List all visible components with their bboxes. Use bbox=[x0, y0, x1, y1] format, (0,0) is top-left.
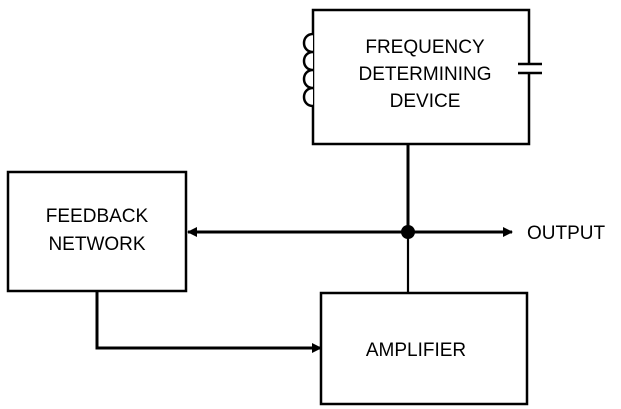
feedback-to-amplifier-wire bbox=[95, 291, 322, 353]
feedback-network-label-line1: FEEDBACK bbox=[46, 206, 149, 227]
amplifier-label: AMPLIFIER bbox=[366, 340, 466, 361]
amplifier-block: AMPLIFIER bbox=[319, 291, 529, 406]
junction-node bbox=[401, 225, 415, 239]
capacitor-icon bbox=[518, 62, 542, 75]
amplifier-box bbox=[319, 291, 529, 406]
feedback-network-block: FEEDBACK NETWORK bbox=[6, 170, 188, 293]
frequency-device-label-line1: FREQUENCY bbox=[365, 37, 485, 58]
frequency-device-label-line2: DETERMINING bbox=[359, 64, 492, 85]
output-label: OUTPUT bbox=[527, 223, 606, 244]
frequency-determining-device-block: FREQUENCY DETERMINING DEVICE bbox=[302, 8, 542, 146]
frequency-device-box bbox=[311, 8, 531, 146]
frequency-device-label-line3: DEVICE bbox=[390, 91, 461, 112]
feedback-network-label-line2: NETWORK bbox=[48, 234, 145, 255]
feedback-network-box bbox=[6, 170, 188, 293]
inductor-icon bbox=[302, 32, 314, 108]
